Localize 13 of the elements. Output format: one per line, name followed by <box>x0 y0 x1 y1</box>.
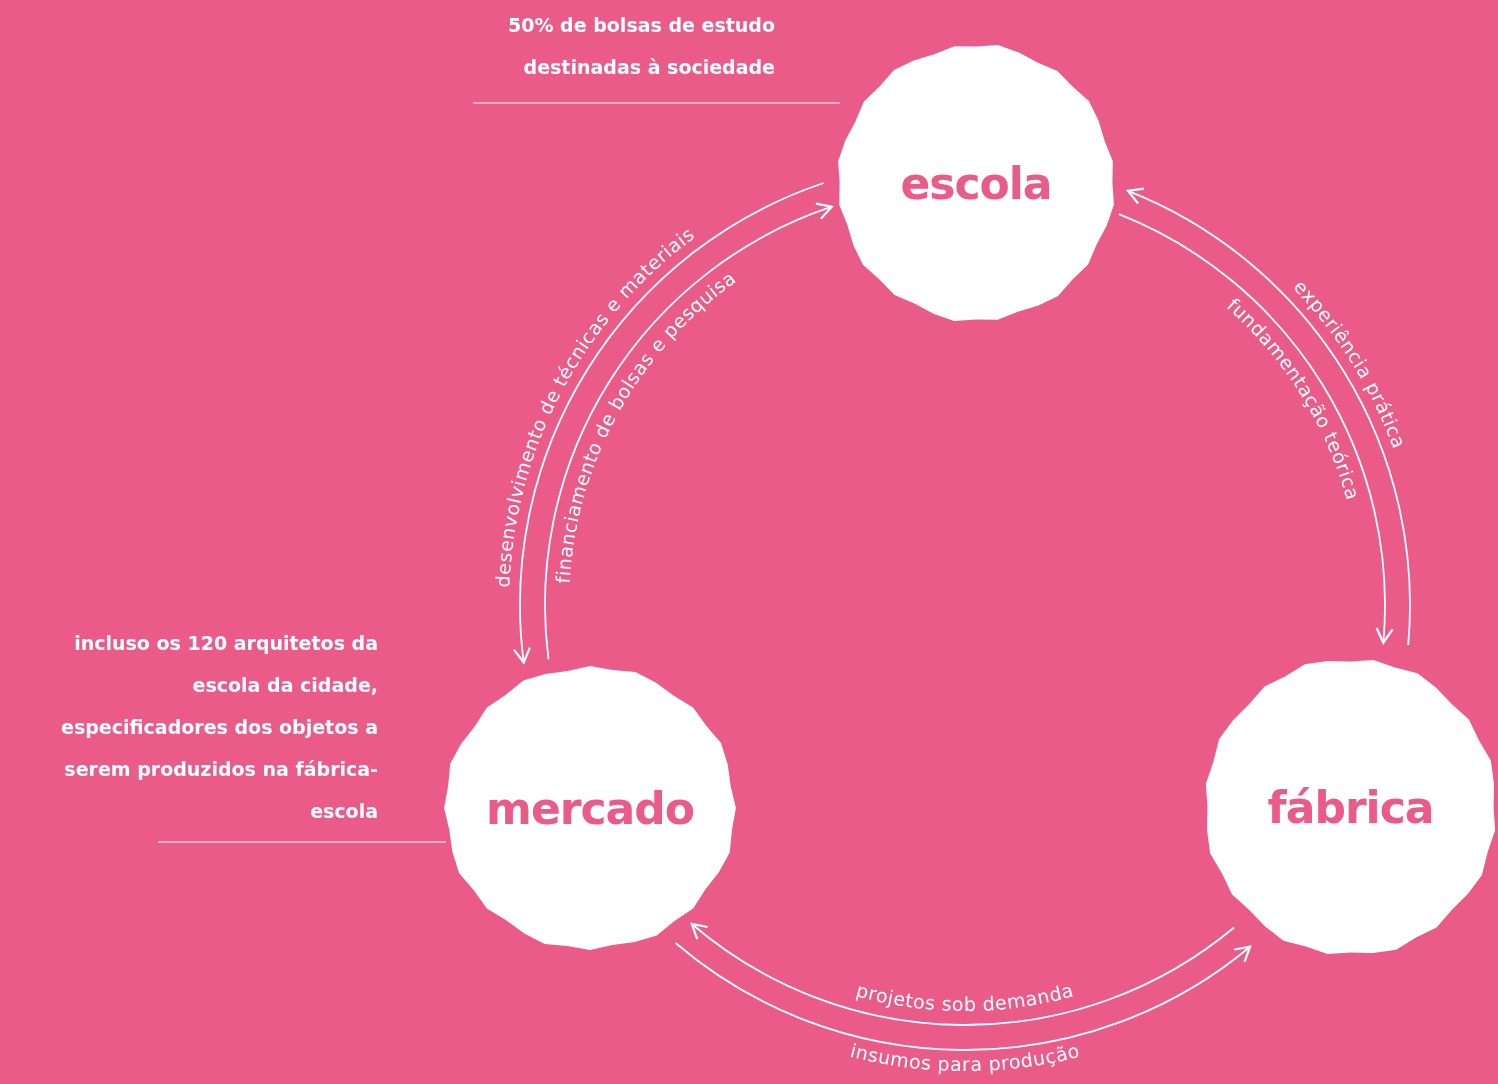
arrow <box>690 922 1235 1026</box>
edge-label: insumos para produção <box>848 1039 1082 1076</box>
node-title: fábrica <box>1266 781 1435 833</box>
leader-line <box>157 841 447 843</box>
leader-line <box>472 102 841 104</box>
node-title: escola <box>899 157 1053 209</box>
arrow <box>674 942 1252 1051</box>
node-title: mercado <box>485 782 695 834</box>
paint-blob-node <box>1203 657 1498 957</box>
edge-label: projetos sob demanda <box>854 978 1076 1016</box>
paint-blob-node <box>835 42 1117 324</box>
callout-note: 50% de bolsas de estudo destinadas à sociedade <box>507 13 775 80</box>
callout-note: incluso os 120 arquitetos da escola da cidade, especificadores dos objetos a serem produzidos na fábrica-escola <box>60 631 378 824</box>
